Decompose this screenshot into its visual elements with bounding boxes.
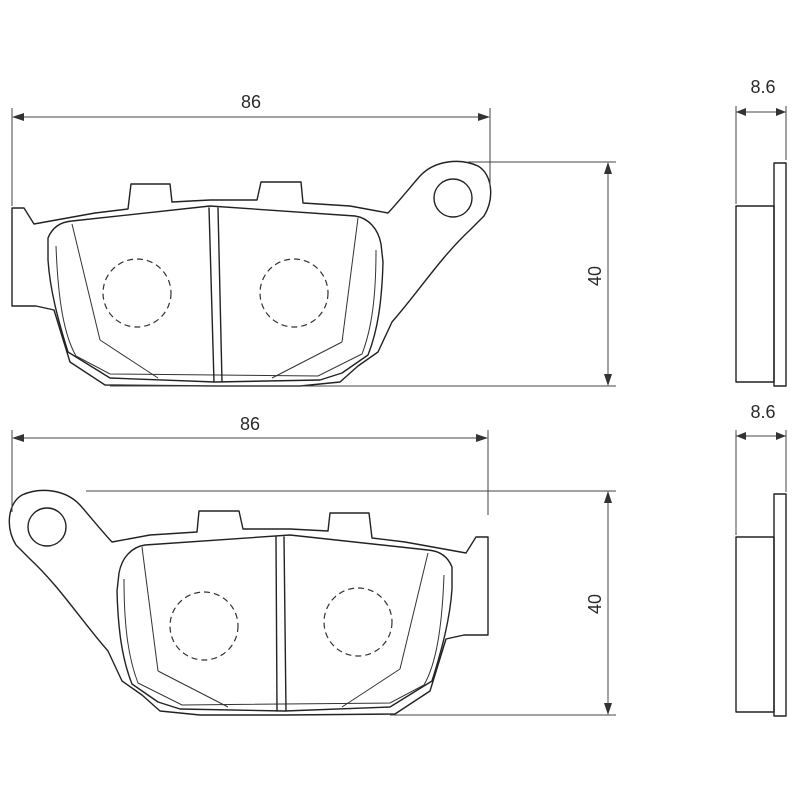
top-thickness-arrow-right [776,108,786,116]
bottom-width-arrow-right [476,434,488,442]
bottom-pad-chamfer-left [141,546,159,672]
bottom-pad-piston-circle-left [169,591,239,661]
bottom-pad-chamfer-left-bottom [157,670,229,708]
top-height-label: 40 [585,266,605,286]
bottom-width-arrow-left [12,434,24,442]
top-pad-friction-outline [47,205,384,383]
top-pad-piston-circle-left [102,258,172,328]
top-thickness-arrow-left [736,108,746,116]
bottom-side-backing-plate [773,493,787,717]
top-side-friction-block [735,205,775,383]
bottom-pad-mounting-hole [27,507,67,547]
top-thickness-label: 8.6 [750,77,775,97]
bottom-height-dimension: 40 [86,490,616,716]
top-pad-piston-circle-right [259,258,329,328]
top-side-backing-plate [773,162,787,387]
bottom-side-friction-block [735,536,775,713]
top-pad-mounting-hole [433,178,473,218]
bottom-thickness-arrow-left [736,432,746,440]
top-pad-backing-plate [11,160,492,387]
bottom-pad-piston-circle-right [323,587,393,657]
top-thickness-dimension: 8.6 [735,77,787,204]
bottom-thickness-label: 8.6 [750,402,775,422]
bottom-pad-center-slot-right [283,536,287,712]
top-width-arrow-left [12,113,24,121]
top-height-dimension: 40 [110,161,616,387]
bottom-width-label: 86 [240,414,260,434]
bottom-pad-front-view [8,489,489,716]
bottom-pad-chamfer-right [399,552,429,670]
bottom-pad-chamfer-right-bottom [341,668,401,708]
top-width-dimension: 86 [11,92,491,206]
top-height-arrow-top [604,162,612,174]
bottom-width-dimension: 86 [11,414,489,515]
top-width-arrow-right [478,113,490,121]
top-pad-center-slot-left [208,207,215,383]
bottom-pad-backing-plate [8,489,489,716]
top-height-arrow-bottom [604,374,612,386]
top-pad-friction-inner [55,245,377,377]
bottom-pad-side-view [735,493,787,717]
top-pad-center-slot-right [217,207,223,383]
bottom-height-arrow-bottom [604,703,612,715]
bottom-thickness-arrow-right [776,432,786,440]
top-pad-front-view [11,160,492,387]
bottom-pad-friction-outline [116,534,453,712]
top-width-label: 86 [241,92,261,112]
top-pad-chamfer-left-bottom [99,339,159,379]
top-pad-chamfer-left [71,223,101,341]
bottom-pad-center-slot-left [275,536,278,712]
bottom-thickness-dimension: 8.6 [735,402,787,535]
bottom-height-label: 40 [585,594,605,614]
top-pad-chamfer-right-bottom [271,341,343,379]
top-pad-side-view [735,162,787,387]
top-pad-chamfer-right [341,217,359,343]
bottom-height-arrow-top [604,491,612,503]
